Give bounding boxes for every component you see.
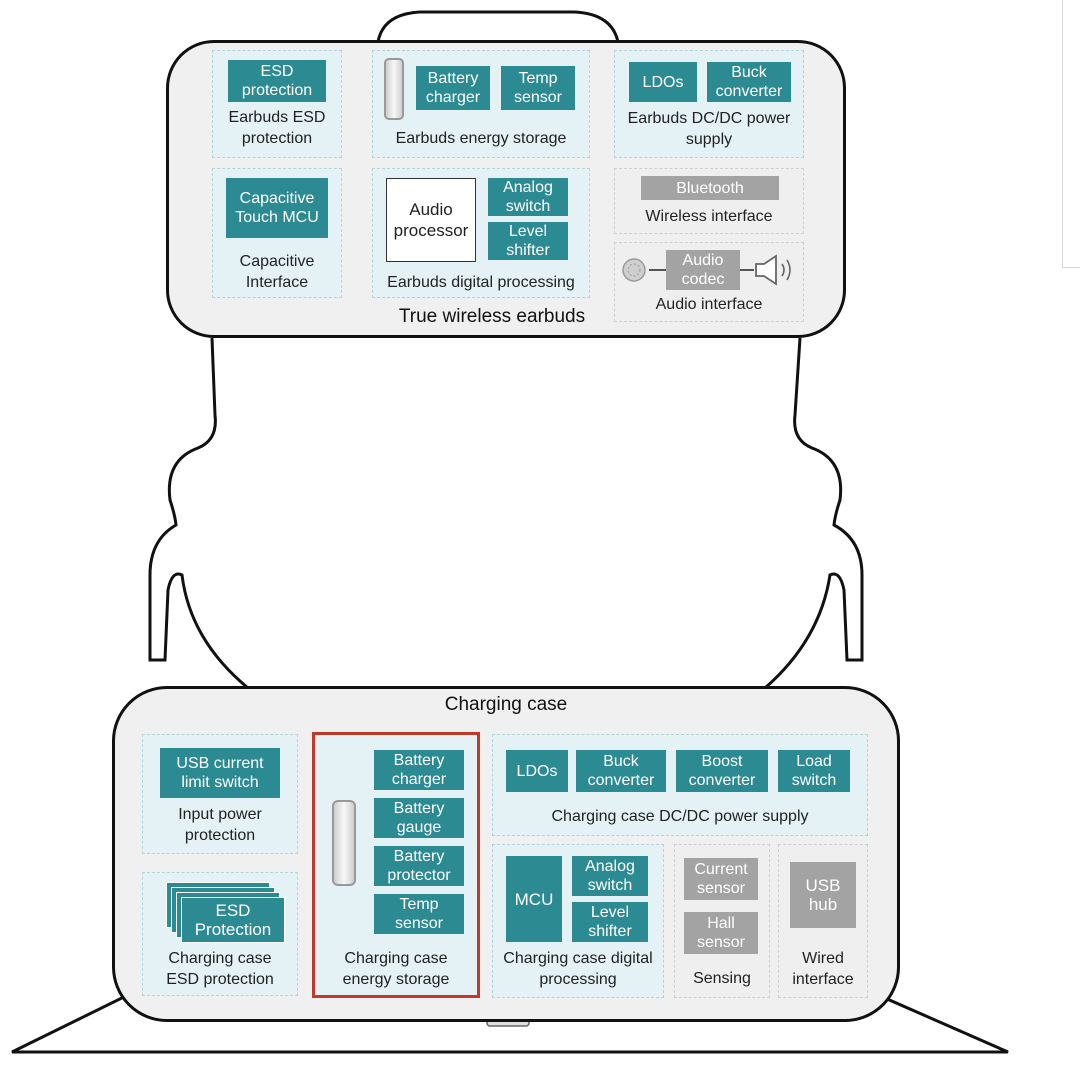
earbuds-esd-caption: Earbuds ESD protection bbox=[228, 109, 326, 147]
capacitive-caption: Capacitive Interface bbox=[239, 253, 315, 291]
case-load-switch-chip: Load switch bbox=[778, 750, 850, 792]
case-analog-switch-chip: Analog switch bbox=[572, 856, 648, 896]
earbuds-temp-sensor-chip: Temp sensor bbox=[501, 66, 575, 110]
earbuds-level-shifter-chip: Level shifter bbox=[488, 222, 568, 260]
case-battery-protector-chip: Battery protector bbox=[374, 846, 464, 886]
charging-case-title: Charging case bbox=[444, 694, 568, 715]
sensing-caption: Sensing bbox=[693, 970, 751, 987]
case-level-shifter-chip: Level shifter bbox=[572, 902, 648, 942]
microphone-icon bbox=[622, 258, 646, 282]
hall-sensor-chip: Hall sensor bbox=[684, 912, 758, 954]
earbuds-battery-charger-chip: Battery charger bbox=[416, 66, 490, 110]
audio-interface-caption: Audio interface bbox=[655, 296, 763, 313]
connector-line bbox=[740, 269, 754, 271]
stand-base bbox=[11, 993, 1009, 1054]
case-esd-caption: Charging case ESD protection bbox=[166, 950, 274, 988]
earbuds-analog-switch-chip: Analog switch bbox=[488, 178, 568, 216]
case-buck-converter-chip: Buck converter bbox=[576, 750, 666, 792]
right-earcup-outline bbox=[764, 337, 864, 690]
earbuds-dcdc-caption: Earbuds DC/DC power supply bbox=[627, 110, 791, 148]
audio-codec-chip: Audio codec bbox=[666, 250, 740, 290]
case-digital-caption: Charging case digital processing bbox=[503, 950, 653, 988]
battery-icon bbox=[332, 800, 356, 886]
case-esd-protection-chip: ESD Protection bbox=[181, 897, 285, 943]
current-sensor-chip: Current sensor bbox=[684, 858, 758, 900]
case-energy-caption: Charging case energy storage bbox=[342, 950, 450, 988]
usb-hub-chip: USB hub bbox=[790, 862, 856, 928]
wireless-interface-caption: Wireless interface bbox=[645, 208, 773, 225]
bluetooth-chip: Bluetooth bbox=[641, 176, 779, 200]
earbuds-energy-caption: Earbuds energy storage bbox=[395, 130, 567, 147]
case-battery-charger-chip: Battery charger bbox=[374, 750, 464, 790]
left-earcup-outline bbox=[148, 337, 249, 690]
audio-processor-chip: Audio processor bbox=[386, 178, 476, 262]
case-temp-sensor-chip: Temp sensor bbox=[374, 894, 464, 934]
case-ldos-chip: LDOs bbox=[506, 750, 568, 792]
capacitive-touch-mcu-chip: Capacitive Touch MCU bbox=[226, 178, 328, 238]
battery-icon bbox=[384, 58, 404, 120]
earbuds-esd-chip: ESD protection bbox=[228, 60, 326, 102]
case-mcu-chip: MCU bbox=[506, 856, 562, 942]
earbuds-panel-title: True wireless earbuds bbox=[398, 306, 586, 327]
speaker-icon bbox=[755, 254, 791, 286]
earbuds-ldos-chip: LDOs bbox=[629, 62, 697, 102]
input-power-caption: Input power protection bbox=[178, 806, 262, 844]
case-boost-converter-chip: Boost converter bbox=[676, 750, 768, 792]
headband-arc bbox=[376, 10, 620, 43]
connector-line bbox=[649, 269, 666, 271]
wired-interface-caption: Wired interface bbox=[792, 950, 854, 988]
earbuds-digital-caption: Earbuds digital processing bbox=[387, 274, 575, 291]
case-battery-gauge-chip: Battery gauge bbox=[374, 798, 464, 838]
side-frame bbox=[1062, 0, 1080, 268]
case-dcdc-caption: Charging case DC/DC power supply bbox=[551, 808, 809, 825]
usb-current-limit-switch-chip: USB current limit switch bbox=[160, 748, 280, 798]
earbuds-buck-converter-chip: Buck converter bbox=[707, 62, 791, 102]
